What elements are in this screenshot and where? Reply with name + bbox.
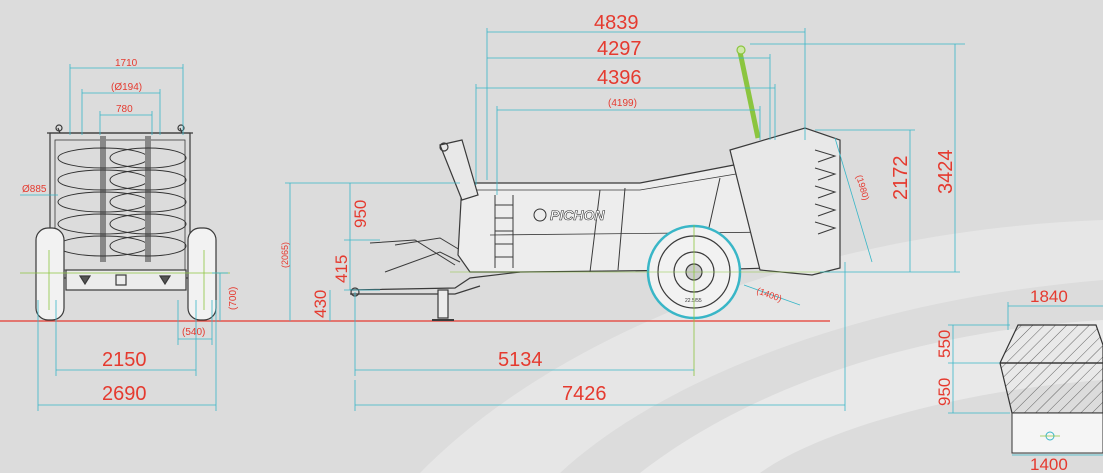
rotor-tines (814, 149, 837, 235)
front-dimensions (20, 64, 228, 411)
front-body (49, 132, 191, 279)
dim-height-430: 430 (311, 290, 330, 318)
dim-overall-length-top: 4839 (594, 12, 639, 34)
brand-logo: PICHON (550, 207, 605, 223)
auger-right (109, 136, 187, 262)
front-guard (439, 139, 479, 201)
rear-view (999, 324, 1103, 454)
dim-auger-spacing: 780 (116, 104, 133, 115)
dim-overall-length: 7426 (562, 383, 607, 405)
parking-jack (437, 289, 449, 319)
dim-length-4199: (4199) (608, 98, 637, 109)
side-dimensions (285, 28, 965, 411)
dim-width-top: 1710 (115, 58, 138, 69)
dim-axle-distance: 5134 (498, 349, 543, 371)
dim-rear-top-width: 1840 (1030, 287, 1068, 306)
dim-rear-upper-height: 550 (935, 330, 954, 358)
dim-track-width: 2150 (102, 349, 147, 371)
hopper-section (999, 324, 1103, 364)
dim-rear-bottom-width: 1400 (1030, 455, 1068, 473)
dim-height-3424: 3424 (935, 150, 957, 195)
access-ladder (494, 195, 514, 268)
dim-auger-diameter: Ø885 (22, 184, 47, 195)
dim-height-950: 950 (351, 200, 370, 228)
background-swoosh (420, 220, 1103, 473)
front-wheel-right (187, 227, 217, 321)
dim-height-2065: (2065) (280, 242, 290, 268)
dim-length-4396: 4396 (597, 67, 642, 89)
dim-rotor-span: (1980) (854, 174, 871, 202)
dim-height-2172: 2172 (890, 156, 912, 201)
tyre-label: 22.5/55 (685, 298, 702, 304)
dim-height-415: 415 (332, 255, 351, 283)
rear-dimensions (948, 302, 1103, 456)
dim-ground-clearance: (700) (228, 287, 239, 310)
front-view (35, 124, 217, 321)
light-mast (737, 51, 761, 139)
front-wheel-left (35, 227, 65, 321)
dim-overall-width: 2690 (102, 383, 147, 405)
brand-logo-mark (533, 208, 547, 222)
dim-wheel-width: (540) (182, 327, 205, 338)
auger-left (57, 136, 149, 262)
drawbar (349, 271, 521, 291)
dim-rear-lower-height: 950 (935, 378, 954, 406)
dim-auger-small-diameter: (Ø194) (111, 82, 142, 93)
dim-length-4297: 4297 (597, 38, 642, 60)
